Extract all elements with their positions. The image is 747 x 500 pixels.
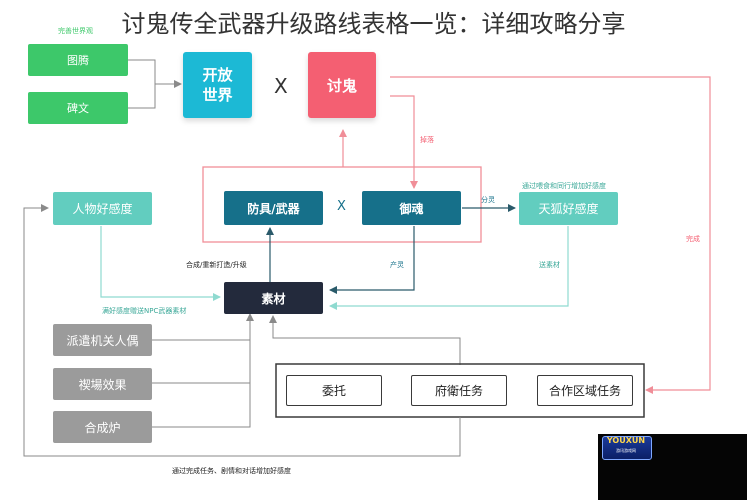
arrow-gray-to-sucai [152,314,250,428]
label-wancheng-right: 完成 [686,235,700,243]
site-logo: YOUXUN 游讯游戏网 [598,434,747,500]
arrow-tasks-to-renwu [23,204,461,457]
node-beiwen: 碑文 [28,92,128,124]
page-title: 讨鬼传全武器升级路线表格一览：详细攻略分享 [121,10,626,38]
node-fuwei-renwu: 府衛任务 [411,375,507,406]
operator-x-mid: X [337,199,346,214]
arrow-renwu-to-sucai [100,226,221,301]
label-diaoluo: 掉落 [420,136,434,144]
node-sucai: 素材 [224,282,323,314]
node-tuteng: 图腾 [28,44,128,76]
bracket-green-to-world [128,59,181,109]
arrow-tasks-to-sucai [269,315,461,365]
label-bottom-note: 通过完成任务、剧情和对话增加好感度 [172,467,291,475]
operator-x-top: X [274,74,288,98]
node-yuhun: 御魂 [362,191,461,225]
label-tianhu-note: 通过喂食和同行增加好感度 [522,182,606,190]
red-frame [202,166,482,243]
node-kaifang-shijie-label: 开放 世界 [202,66,233,104]
arrow-tianhu-to-sucai [329,226,569,310]
label-chanling: 产灵 [390,261,404,269]
label-manhaogan: 满好感度赠送NPC武器素材 [102,307,187,315]
node-xieshang: 禊場效果 [53,368,152,400]
label-hecheng: 合成/重新打造/升级 [186,261,247,269]
node-tianhu-haogan: 天狐好感度 [519,192,618,225]
node-taogui: 讨鬼 [308,52,376,118]
arrow-taogui-to-yuhun [390,95,418,189]
label-songsucai: 送素材 [539,261,560,269]
node-kaifang-shijie: 开放 世界 [183,52,252,118]
label-fenling: 分灵 [481,196,495,204]
node-hezuo-renwu: 合作区域任务 [537,375,633,406]
node-hechenglu: 合成炉 [53,411,152,443]
logo-brand: YOUXUN [606,436,646,445]
node-renwu-haogan: 人物好感度 [53,192,152,225]
logo-sub: 游讯游戏网 [616,448,636,453]
node-paiqian: 派遣机关人偶 [53,324,152,356]
logo-badge [602,436,652,460]
arrow-taogui-complete-loop [390,76,711,394]
node-weituo: 委托 [286,375,382,406]
label-wancheng-top-left: 完善世界观 [58,27,93,35]
arrow-yuhun-to-sucai [329,226,415,294]
node-fangju-wuqi: 防具/武器 [224,191,323,225]
